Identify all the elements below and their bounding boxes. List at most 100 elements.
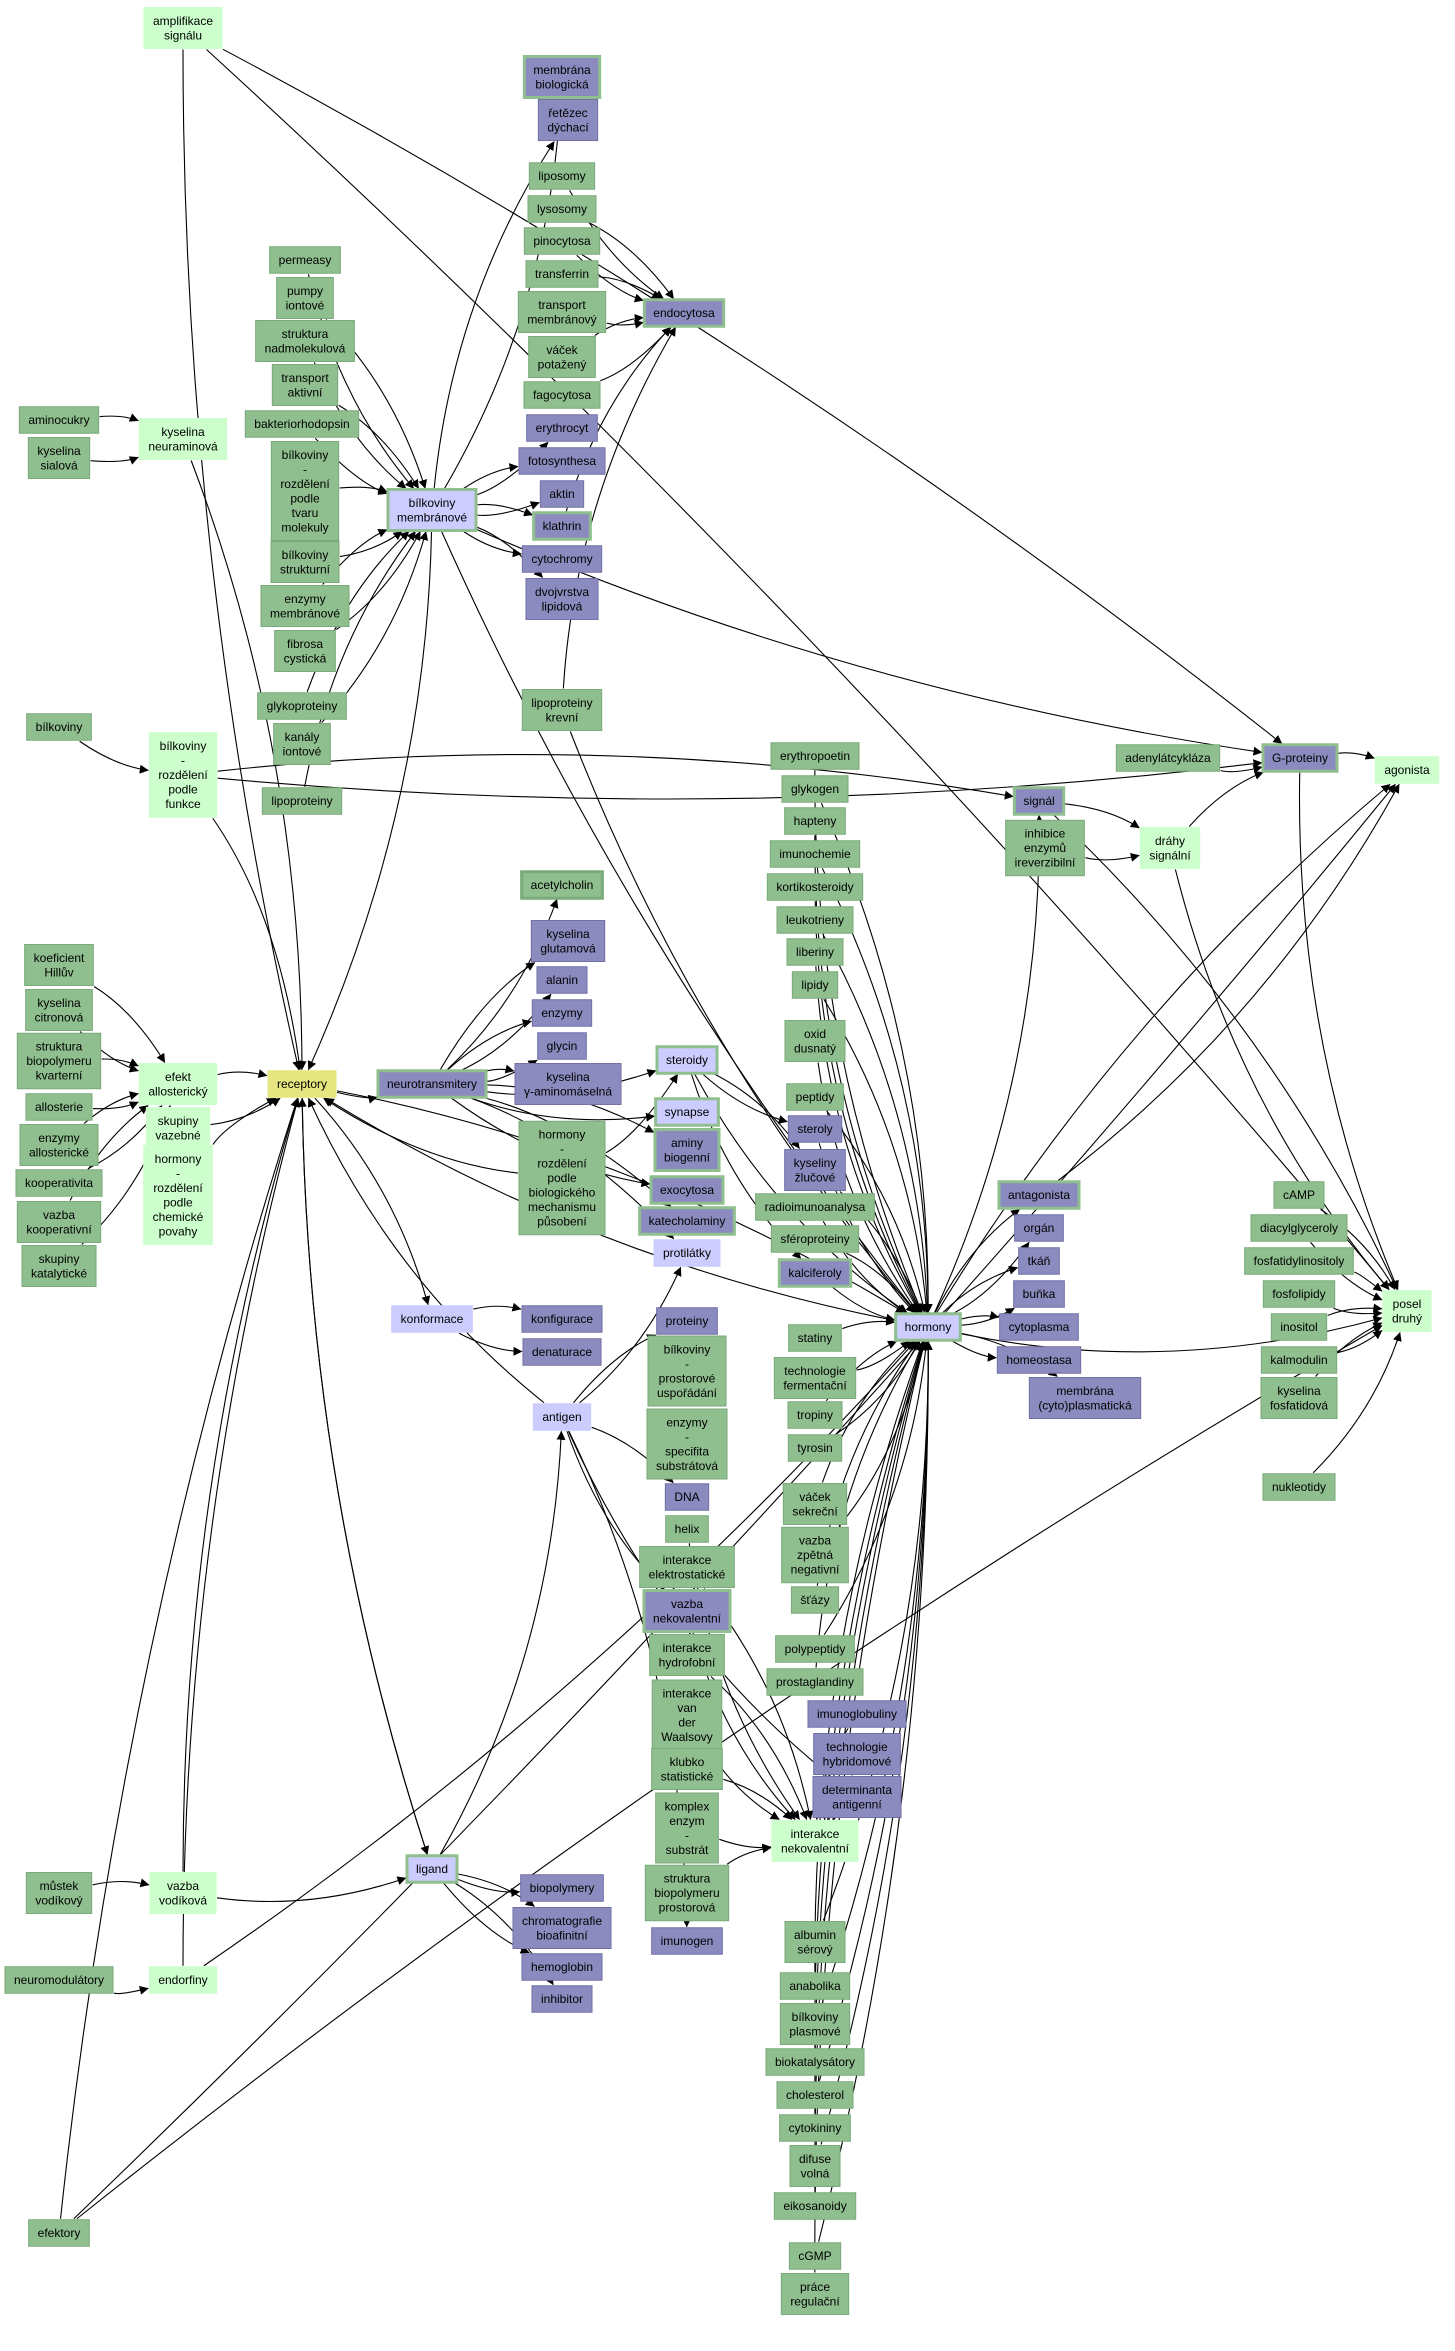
node-enzymy[interactable]: enzymy [531,999,593,1027]
node-permeasy[interactable]: permeasy [269,246,341,274]
node-katecholaminy[interactable]: katecholaminy [638,1206,736,1236]
node-organ[interactable]: orgán [1014,1214,1064,1242]
node-polypeptidy[interactable]: polypeptidy [775,1635,855,1663]
node-anabolika[interactable]: anabolika [779,1972,851,2000]
node-klathrin[interactable]: klathrin [532,511,592,541]
node-kortikosteroidy[interactable]: kortikosteroidy [766,873,864,901]
node-receptory[interactable]: receptory [267,1070,337,1098]
node-synapse[interactable]: synapse [654,1097,720,1127]
node-bakterio[interactable]: bakteriorhodopsin [244,410,360,438]
node-bilkoviny[interactable]: bílkoviny [26,713,92,741]
node-g-proteiny[interactable]: G-proteiny [1261,743,1339,773]
node-protilatky[interactable]: protilátky [653,1239,721,1267]
node-tyrosin[interactable]: tyrosin [787,1434,843,1462]
node-kalciferoly[interactable]: kalciferoly [777,1258,853,1288]
node-camp[interactable]: cAMP [1273,1181,1325,1209]
node-homeostasa[interactable]: homeostasa [996,1346,1082,1374]
node-fosfatidylino[interactable]: fosfatidylinositoly [1244,1247,1354,1275]
node-liposomy[interactable]: liposomy [528,162,596,190]
node-konfigurace[interactable]: konfigurace [521,1305,603,1333]
node-neurotransmitery[interactable]: neurotransmitery [376,1069,488,1099]
node-endorfiny[interactable]: endorfiny [148,1966,218,1994]
node-antagonista[interactable]: antagonista [997,1180,1081,1210]
node-erythrocyt[interactable]: erythrocyt [526,414,598,442]
node-transferrin[interactable]: transferrin [525,260,599,288]
node-cgmp[interactable]: cGMP [788,2242,842,2270]
node-erythropoetin[interactable]: erythropoetin [770,742,860,770]
node-dna[interactable]: DNA [664,1483,710,1511]
node-aminocukry[interactable]: aminocukry [18,406,100,434]
node-kooperativita[interactable]: kooperativita [15,1169,103,1197]
node-leukotrieny[interactable]: leukotrieny [776,906,854,934]
node-alanin[interactable]: alanin [536,966,588,994]
node-membrana-cyto[interactable]: membrána(cyto)plasmatická [1028,1377,1142,1419]
node-kalmodulin[interactable]: kalmodulin [1260,1346,1338,1374]
node-glykogen[interactable]: glykogen [781,775,849,803]
node-acetylcholin[interactable]: acetylcholin [520,870,604,900]
node-lysosomy[interactable]: lysosomy [527,195,597,223]
node-inositol[interactable]: inositol [1270,1313,1328,1341]
node-stavy[interactable]: šťázy [790,1586,840,1614]
node-eikosanoidy[interactable]: eikosanoidy [773,2192,857,2220]
node-cytochromy[interactable]: cytochromy [521,545,603,573]
node-helix[interactable]: helix [665,1515,709,1543]
node-peptidy[interactable]: peptidy [786,1083,844,1111]
node-konformace[interactable]: konformace [391,1305,473,1333]
node-antigen[interactable]: antigen [532,1403,592,1431]
node-ligand[interactable]: ligand [405,1854,459,1884]
node-allosterie[interactable]: allosterie [25,1093,93,1121]
node-endocytosa[interactable]: endocytosa [642,298,726,328]
node-signal[interactable]: signál [1012,786,1066,816]
node-hormony[interactable]: hormony [894,1312,962,1342]
node-fagocytosa[interactable]: fagocytosa [523,381,601,409]
node-tropiny[interactable]: tropiny [787,1401,843,1429]
node-steroidy[interactable]: steroidy [655,1045,719,1075]
node-pinocytosa[interactable]: pinocytosa [523,227,601,255]
node-tkan[interactable]: tkáň [1018,1247,1060,1275]
node-hemoglobin[interactable]: hemoglobin [521,1953,603,1981]
node-efektory[interactable]: efektory [28,2219,90,2247]
node-diacylglyc[interactable]: diacylglyceroly [1250,1214,1348,1242]
